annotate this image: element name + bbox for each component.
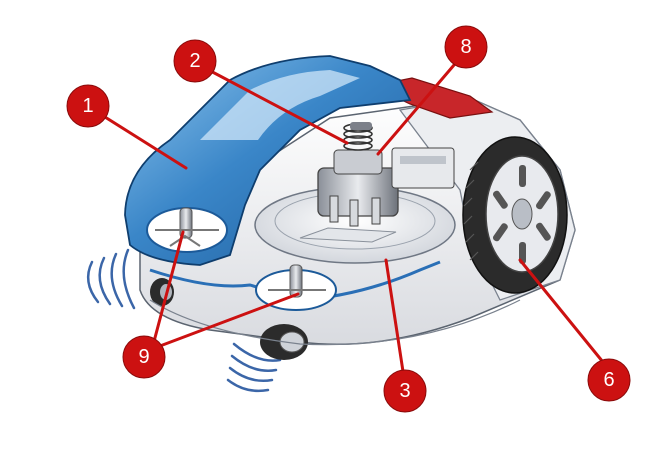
callout-8: 8: [444, 25, 488, 69]
callout-1: 1: [66, 84, 110, 128]
svg-text:9: 9: [138, 346, 149, 368]
shell-highlight: [200, 70, 360, 140]
callout-9: 9: [122, 335, 166, 379]
svg-text:2: 2: [189, 50, 200, 72]
callout-3: 3: [383, 369, 427, 413]
callout-2: 2: [173, 39, 217, 83]
front-caster-center: [255, 264, 337, 311]
sound-wave-icon: [86, 248, 136, 310]
body-outline: [149, 299, 521, 346]
svg-text:3: 3: [399, 380, 410, 402]
leader-lines: [95, 56, 609, 380]
callout-6: 6: [587, 358, 631, 402]
rear-wheel: [462, 136, 568, 294]
svg-text:8: 8: [460, 36, 471, 58]
motor-assembly: [317, 122, 455, 227]
front-caster-left: [146, 207, 228, 253]
svg-text:6: 6: [603, 369, 614, 391]
svg-text:1: 1: [82, 95, 93, 117]
sound-wave-icon: [226, 342, 282, 393]
